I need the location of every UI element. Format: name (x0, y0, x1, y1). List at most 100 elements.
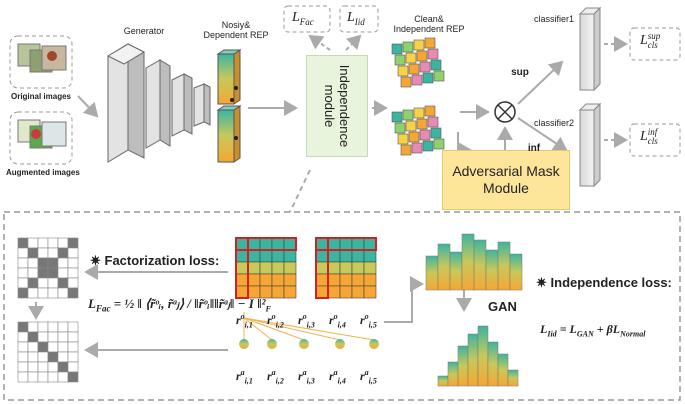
grid-cell (283, 273, 297, 287)
matrix-cell (27, 331, 39, 343)
grid-cell (351, 249, 365, 263)
matrix-cell (37, 267, 49, 279)
arrow-to-distribution (384, 276, 424, 323)
grid-cell (315, 273, 329, 287)
grid-cell (259, 237, 273, 251)
independent-distribution-histogram (437, 325, 519, 387)
matrix-cell (47, 267, 59, 279)
r-augmented-label: rai,5 (360, 368, 377, 386)
feature-cube (394, 54, 406, 66)
grid-cell (271, 273, 285, 287)
feature-cube (416, 118, 428, 130)
grid-cell (363, 249, 377, 263)
matrix-cell (37, 371, 49, 383)
classifier1-block (578, 6, 602, 92)
r-original-label: roi,5 (360, 312, 377, 330)
matrix-cell (47, 321, 59, 333)
grid-cell (315, 261, 329, 275)
grid-cell (351, 273, 365, 287)
liid-box (339, 5, 379, 33)
arrow-to-classifier1 (517, 60, 564, 105)
matrix-cell (67, 237, 79, 249)
inf-label: inf (527, 143, 541, 154)
histogram-bar (461, 233, 475, 291)
feature-cube (394, 122, 406, 134)
matrix-cell (47, 351, 59, 363)
grid-cell (327, 285, 341, 299)
grid-cell (271, 285, 285, 299)
original-feature-grid (235, 237, 297, 299)
feature-cube (430, 59, 442, 71)
original-image-thumbnails (9, 35, 73, 89)
feature-ball (369, 339, 379, 349)
sup-label: sup (511, 67, 529, 78)
histogram-bar (487, 341, 499, 387)
generator-label: Generator (123, 26, 165, 36)
matrix-cell (27, 341, 39, 353)
grid-cell (339, 249, 353, 263)
matrix-cell (37, 341, 49, 353)
factorization-loss-equation: LFac = ½ ‖ ⟨r̃ᵒᵢ, r̃ᵃⱼ⟩ / ‖r̃ᵒᵢ‖‖r̃ᵃⱼ‖ −… (88, 296, 271, 314)
adversarial-mask-label: Adversarial Mask Module (452, 163, 560, 196)
histogram-bar (467, 333, 479, 387)
r-augmented-label: rai,2 (267, 368, 284, 386)
histogram-bar (473, 239, 487, 291)
matrix-cell (27, 321, 39, 333)
independence-loss-equation: LIid = LGAN + βLNormal (540, 322, 646, 339)
connector-line (243, 317, 273, 341)
feature-cube (419, 61, 431, 73)
correlation-matrix-top (17, 237, 79, 299)
grid-cell (315, 249, 329, 263)
augmented-feature-balls (239, 312, 379, 349)
detail-panel (3, 211, 681, 401)
column-highlight (235, 237, 249, 299)
matrix-cell (37, 247, 49, 259)
histogram-bar (497, 353, 509, 387)
matrix-cell (17, 237, 29, 249)
clean-rep-label: Clean& Independent REP (393, 14, 465, 34)
feature-cube (424, 37, 436, 49)
matrix-cell (57, 287, 69, 299)
r-original-label: roi,3 (298, 312, 315, 330)
histogram-bar (425, 255, 439, 291)
matrix-cell (47, 341, 59, 353)
matrix-cell (67, 341, 79, 353)
matrix-cell (47, 277, 59, 289)
grid-cell (351, 261, 365, 275)
independence-module-label: Independence module (322, 64, 352, 148)
matrix-cell (37, 321, 49, 333)
r-augmented-label: rai,1 (236, 368, 253, 386)
grid-cell (235, 237, 249, 251)
grid-cell (327, 261, 341, 275)
feature-ball (335, 339, 345, 349)
histogram-bar (457, 345, 469, 387)
histogram-bar (447, 361, 459, 387)
r-augmented-label: rai,4 (329, 368, 346, 386)
grid-cell (363, 273, 377, 287)
grid-cell (271, 237, 285, 251)
grid-cell (259, 249, 273, 263)
matrix-cell (37, 331, 49, 343)
histogram-bar (485, 249, 499, 291)
matrix-cell (57, 277, 69, 289)
lcls-inf-box (629, 123, 681, 157)
column-highlight (315, 237, 329, 299)
connector-line (243, 317, 305, 341)
matrix-cell (27, 361, 39, 373)
feature-cube (402, 41, 414, 53)
matrix-cell (27, 371, 39, 383)
feature-ball (299, 339, 309, 349)
matrix-cell (47, 287, 59, 299)
matrix-cell (67, 287, 79, 299)
histogram-bar (507, 369, 519, 387)
feature-cube (430, 127, 442, 139)
grid-cell (271, 261, 285, 275)
grid-cell (339, 273, 353, 287)
grid-cell (363, 261, 377, 275)
feature-ball (239, 339, 249, 349)
connector-line (243, 317, 341, 341)
arrow-to-lfac (308, 34, 331, 51)
